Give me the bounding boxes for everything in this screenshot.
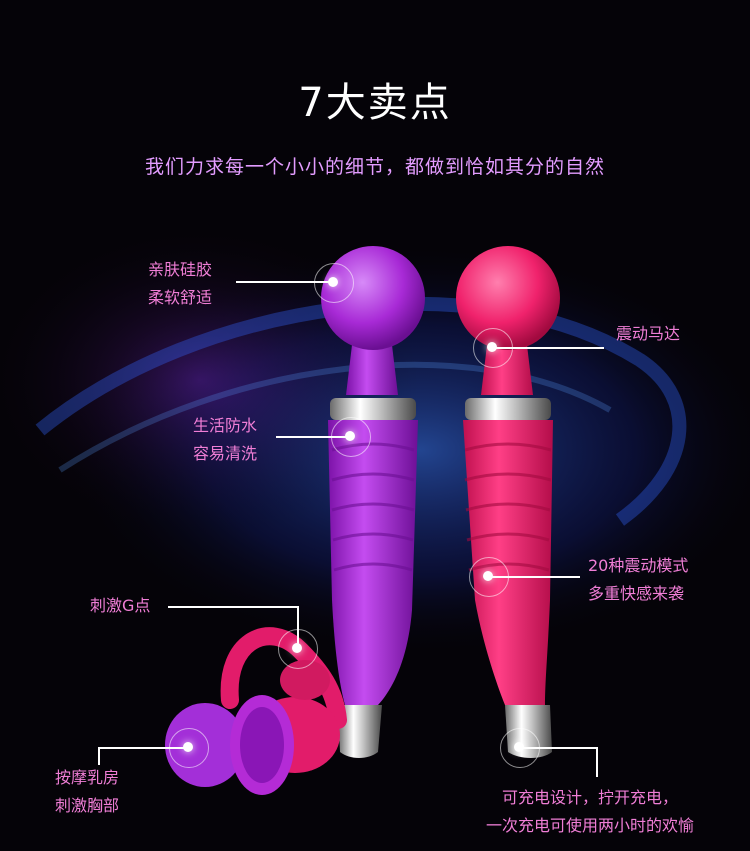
feature-rechargeable: 可充电设计，拧开充电， 一次充电可使用两小时的欢愉 [486,784,694,840]
page-title: 7大卖点 [298,80,452,126]
feature-breast-massage-line2: 刺激胸部 [55,796,120,815]
connector-line [488,576,580,578]
feature-rechargeable-line1: 可充电设计，拧开充电， [502,788,679,807]
connector-line-vertical [596,747,598,777]
connector-line [236,281,334,283]
purple-glow [0,220,420,540]
highlight-ring [331,417,371,457]
feature-vibration-motor: 震动马达 [616,320,680,348]
feature-breast-massage-line1: 按摩乳房 [55,768,120,787]
highlight-dot [514,742,524,752]
feature-breast-massage: 按摩乳房 刺激胸部 [55,764,119,820]
feature-skin-silicone-line1: 亲肤硅胶 [148,260,213,279]
feature-vibration-motor-line1: 震动马达 [616,324,681,343]
highlight-ring [500,728,540,768]
highlight-ring [314,263,354,303]
highlight-ring [469,557,509,597]
page-subtitle: 我们力求每一个小小的细节，都做到恰如其分的自然 [144,156,605,178]
pink-wand [456,246,560,758]
highlight-dot [487,342,497,352]
connector-line [98,747,188,749]
highlight-ring [169,728,209,768]
feature-waterproof-line2: 容易清洗 [193,444,258,463]
connector-line [168,606,298,608]
feature-g-spot: 刺激G点 [90,592,150,620]
connector-line [492,347,604,349]
feature-g-spot-line1: 刺激G点 [90,596,151,615]
highlight-dot [328,277,338,287]
light-swoosh-inner [58,361,612,473]
feature-vibration-modes: 20种震动模式 多重快感来袭 [588,552,688,608]
feature-waterproof: 生活防水 容易清洗 [193,412,257,468]
feature-waterproof-line1: 生活防水 [193,416,258,435]
feature-rechargeable-line2: 一次充电可使用两小时的欢愉 [486,816,695,835]
highlight-dot [483,571,493,581]
connector-line [519,747,597,749]
highlight-dot [345,431,355,441]
feature-skin-silicone: 亲肤硅胶 柔软舒适 [148,256,212,312]
feature-skin-silicone-line2: 柔软舒适 [148,288,213,307]
feature-vibration-modes-line2: 多重快感来袭 [588,584,685,603]
connector-line-vertical [98,747,100,765]
purple-wand [321,246,425,758]
feature-vibration-modes-line1: 20种震动模式 [588,556,689,575]
connector-line [276,436,350,438]
highlight-dot [183,742,193,752]
connector-line-vertical [297,606,299,648]
highlight-dot [292,643,302,653]
highlight-ring [278,629,318,669]
massage-attachment [165,627,347,795]
highlight-ring [473,328,513,368]
